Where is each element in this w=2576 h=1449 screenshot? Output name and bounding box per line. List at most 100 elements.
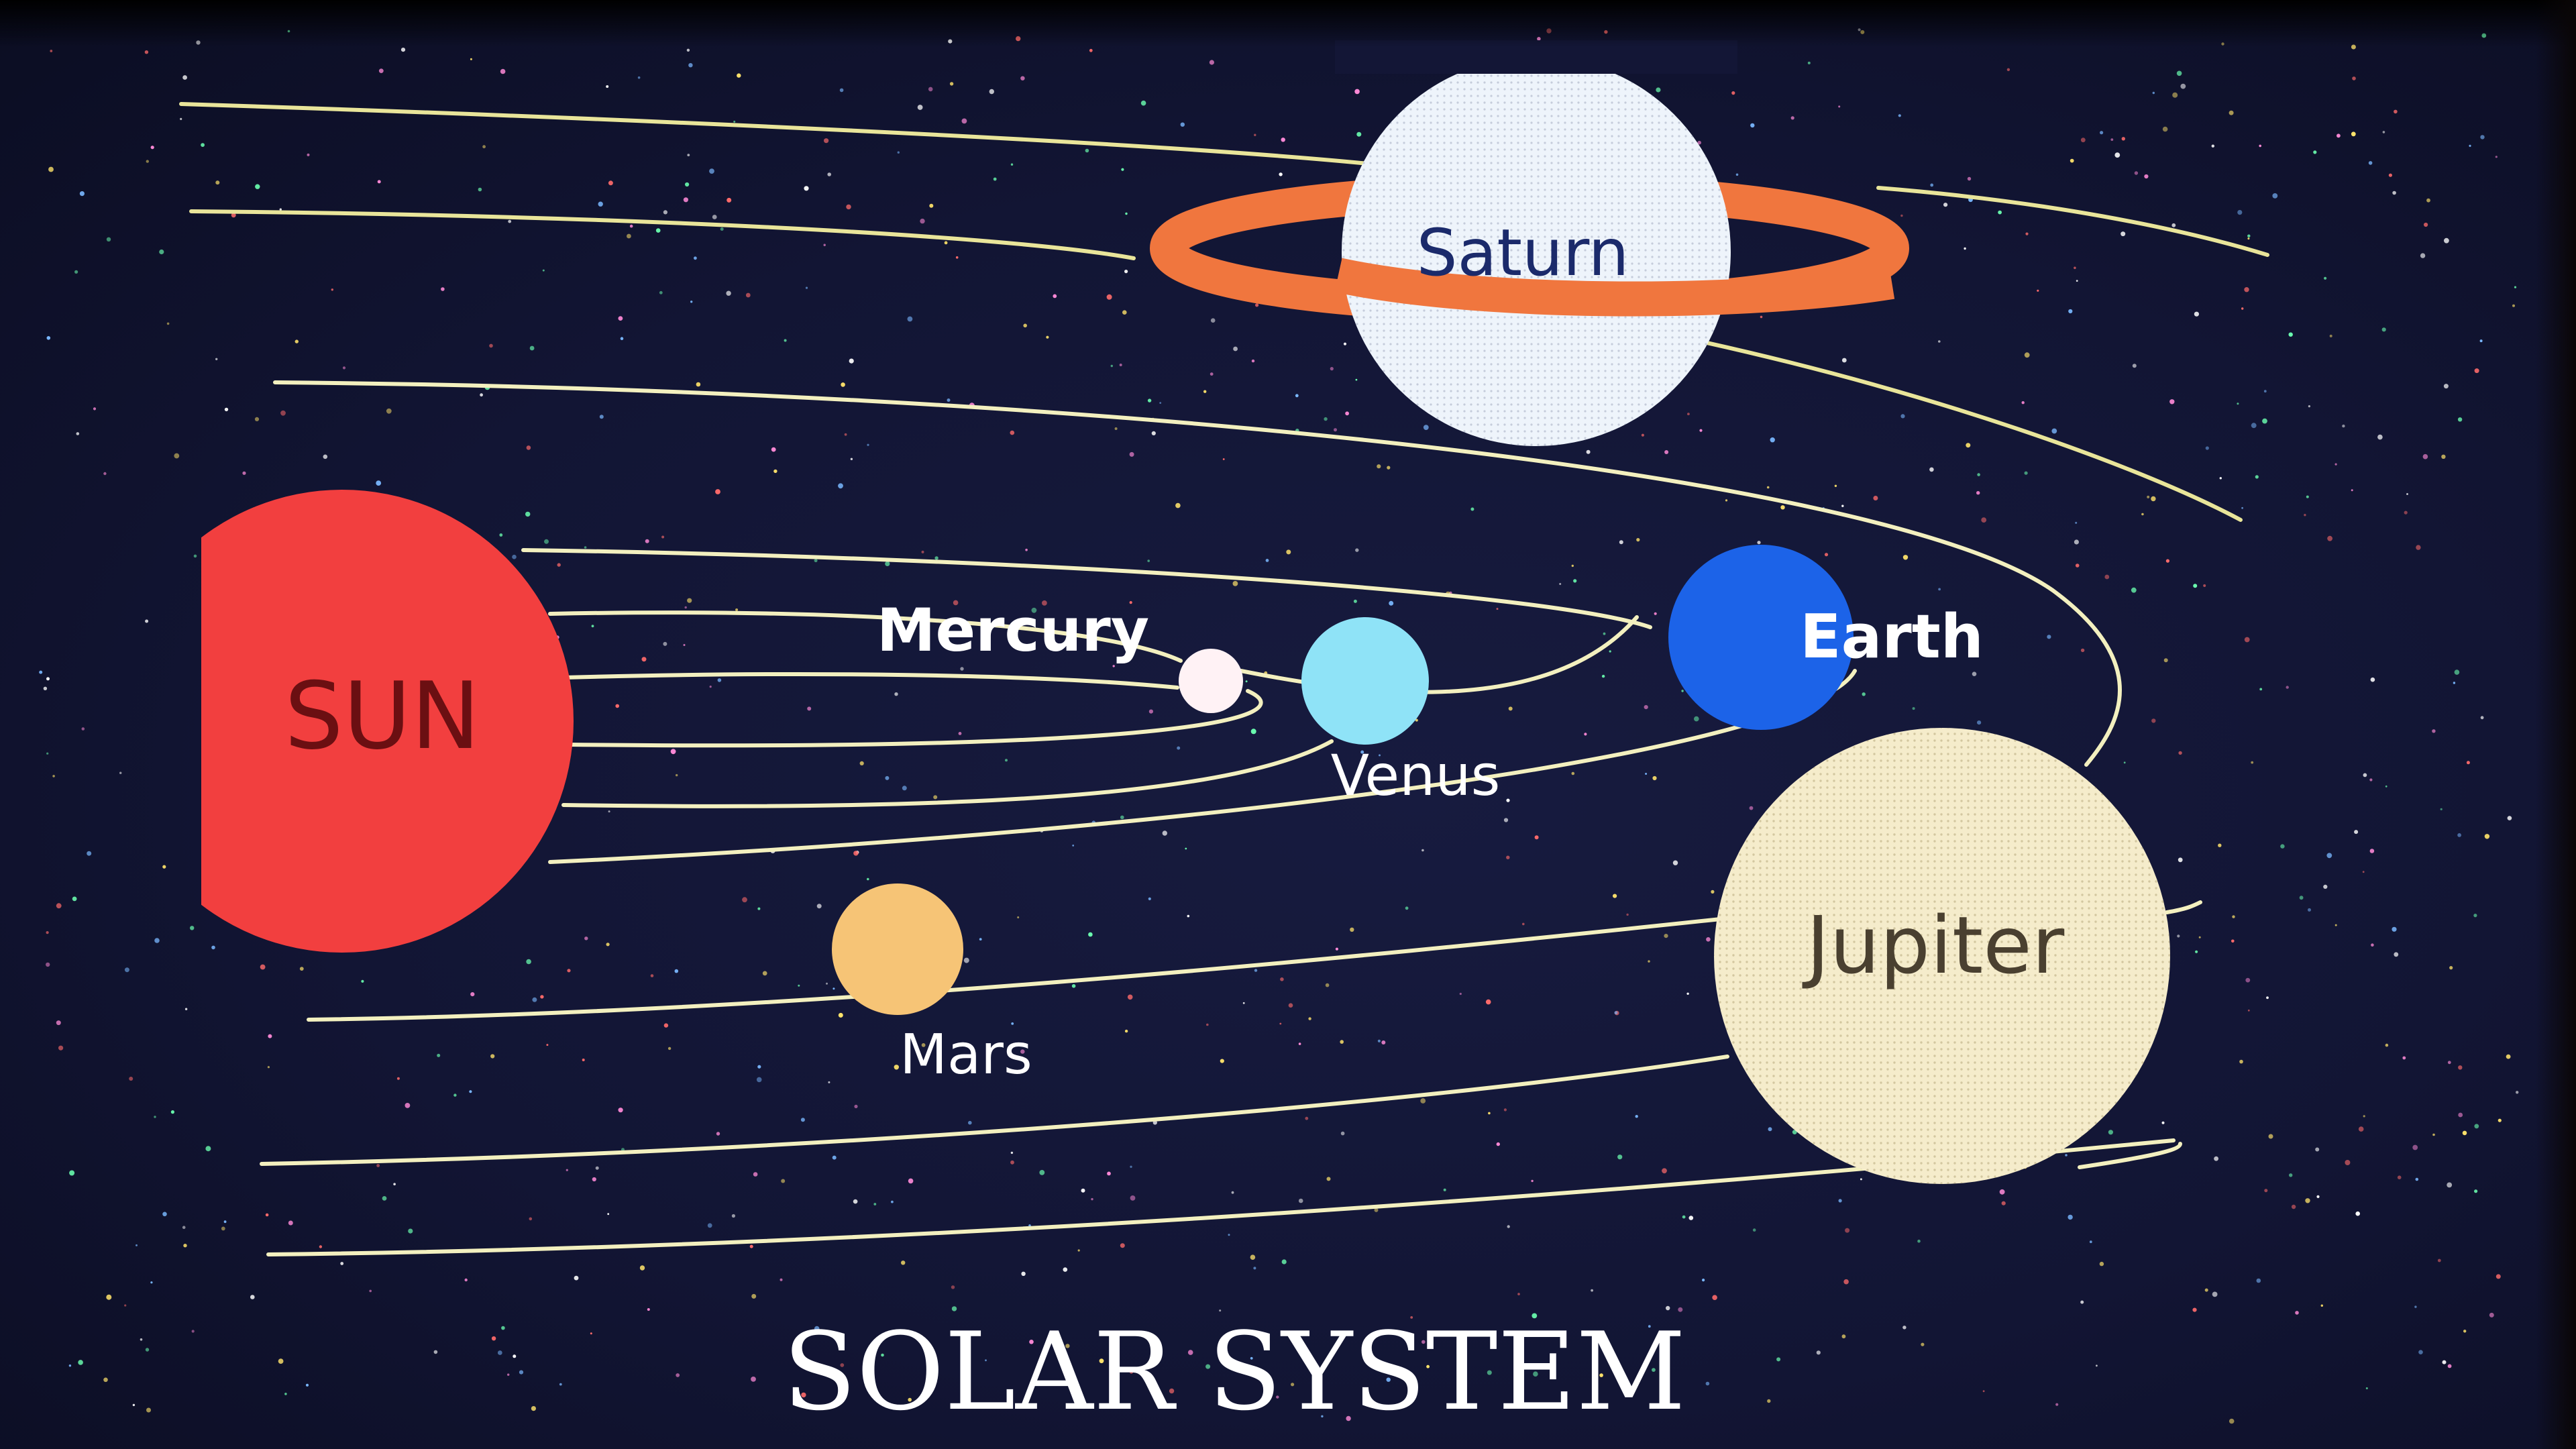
star — [1420, 1098, 1426, 1104]
star — [2385, 1043, 2389, 1047]
star — [2123, 761, 2126, 764]
star — [1129, 601, 1132, 604]
star — [663, 210, 668, 215]
star — [873, 1203, 877, 1205]
star — [319, 1245, 323, 1248]
star — [840, 1363, 845, 1367]
star — [469, 1090, 472, 1093]
star — [2264, 1189, 2268, 1193]
star — [154, 938, 160, 943]
star — [2449, 966, 2453, 970]
star — [800, 1118, 805, 1122]
star — [2437, 1258, 2441, 1263]
star — [1645, 773, 1648, 775]
star — [989, 89, 995, 95]
star — [606, 85, 609, 88]
star — [1110, 364, 1114, 368]
star — [260, 964, 266, 970]
star — [1081, 1188, 1085, 1193]
star — [627, 233, 631, 239]
star — [159, 249, 164, 255]
star — [2506, 1054, 2511, 1059]
star — [838, 483, 843, 489]
star — [190, 926, 195, 930]
star — [1644, 705, 1648, 710]
star — [1496, 608, 1499, 610]
star — [1279, 172, 1283, 176]
star — [2442, 1360, 2447, 1364]
star — [154, 1116, 156, 1118]
star — [2037, 289, 2039, 292]
star — [2496, 1274, 2501, 1279]
star — [951, 1306, 957, 1311]
star — [731, 1214, 735, 1218]
star — [1845, 1228, 1850, 1233]
star — [231, 213, 236, 218]
star — [2342, 424, 2345, 428]
star — [1228, 1234, 1230, 1236]
mars-label: Mars — [900, 1023, 1032, 1087]
star — [106, 1294, 112, 1300]
star — [52, 775, 55, 777]
star — [1387, 466, 1391, 470]
star — [1354, 89, 1360, 95]
star — [2473, 914, 2477, 918]
star — [1860, 1178, 1862, 1181]
star — [2385, 785, 2387, 788]
star — [2244, 287, 2249, 292]
star — [2444, 237, 2449, 244]
star — [757, 907, 761, 910]
star — [1159, 402, 1162, 404]
star — [2392, 191, 2396, 195]
star — [513, 1354, 517, 1358]
star — [519, 1370, 524, 1375]
star — [1705, 1381, 1710, 1386]
star — [2237, 402, 2239, 405]
star — [690, 301, 693, 303]
orbit-line — [1239, 615, 1639, 694]
star — [1507, 1225, 1510, 1228]
star — [1017, 916, 1020, 918]
star — [2355, 1211, 2360, 1216]
star — [124, 967, 129, 973]
star — [1232, 581, 1238, 586]
star — [584, 546, 587, 549]
star — [2114, 152, 2121, 158]
star — [2180, 83, 2186, 89]
star — [1766, 486, 1770, 489]
star — [1681, 690, 1684, 692]
star — [742, 897, 747, 903]
star — [2169, 399, 2175, 405]
star — [641, 657, 647, 662]
star — [591, 625, 594, 628]
star — [2241, 307, 2244, 310]
star — [1295, 394, 1299, 398]
star — [1648, 1325, 1651, 1328]
star — [499, 533, 503, 537]
star — [145, 1348, 150, 1352]
star — [166, 322, 170, 325]
star — [2480, 135, 2485, 140]
star — [629, 224, 633, 228]
star — [557, 563, 561, 567]
star — [709, 686, 712, 688]
star — [1508, 706, 1513, 711]
star — [1614, 1011, 1618, 1015]
star — [78, 1360, 83, 1365]
star — [828, 1081, 830, 1083]
star — [183, 1244, 187, 1248]
star — [68, 1364, 72, 1367]
star — [1672, 860, 1678, 865]
star — [1255, 303, 1259, 307]
star — [2121, 231, 2126, 237]
star — [2193, 584, 2198, 588]
star — [1767, 1399, 1771, 1403]
star — [804, 186, 809, 191]
star — [79, 191, 85, 197]
star — [93, 407, 97, 411]
star — [807, 706, 812, 711]
star — [894, 1065, 900, 1070]
star — [2382, 131, 2385, 133]
star — [1977, 720, 1982, 725]
star — [46, 931, 49, 934]
